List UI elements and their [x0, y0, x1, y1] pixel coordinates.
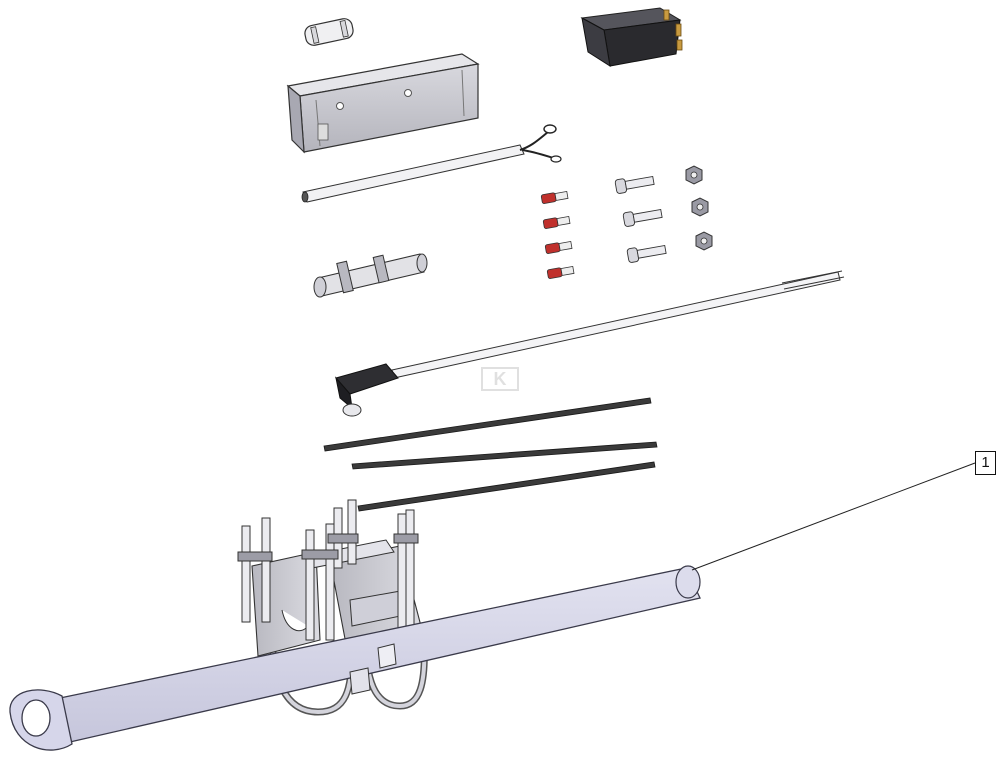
crimp-connectors	[540, 191, 575, 279]
main-mounting-bar	[9, 565, 701, 751]
svg-text:K: K	[494, 369, 507, 389]
watermark-logo: K	[481, 367, 519, 391]
control-box-housing	[286, 53, 480, 154]
fuse-cartridge	[304, 18, 354, 46]
callout-leader-line	[691, 462, 976, 571]
mounting-screws	[614, 175, 667, 263]
relay	[580, 7, 683, 68]
stud-nuts	[237, 533, 419, 562]
proximity-sensor	[313, 253, 428, 298]
hex-nuts	[685, 165, 713, 251]
support-rods	[323, 397, 658, 512]
sensor-cable-with-angled-plug	[335, 270, 845, 417]
signal-cable-with-fork-terminal	[301, 124, 562, 203]
clamp-bracket-assembly	[237, 499, 428, 716]
callout-label-1: 1	[975, 451, 996, 475]
